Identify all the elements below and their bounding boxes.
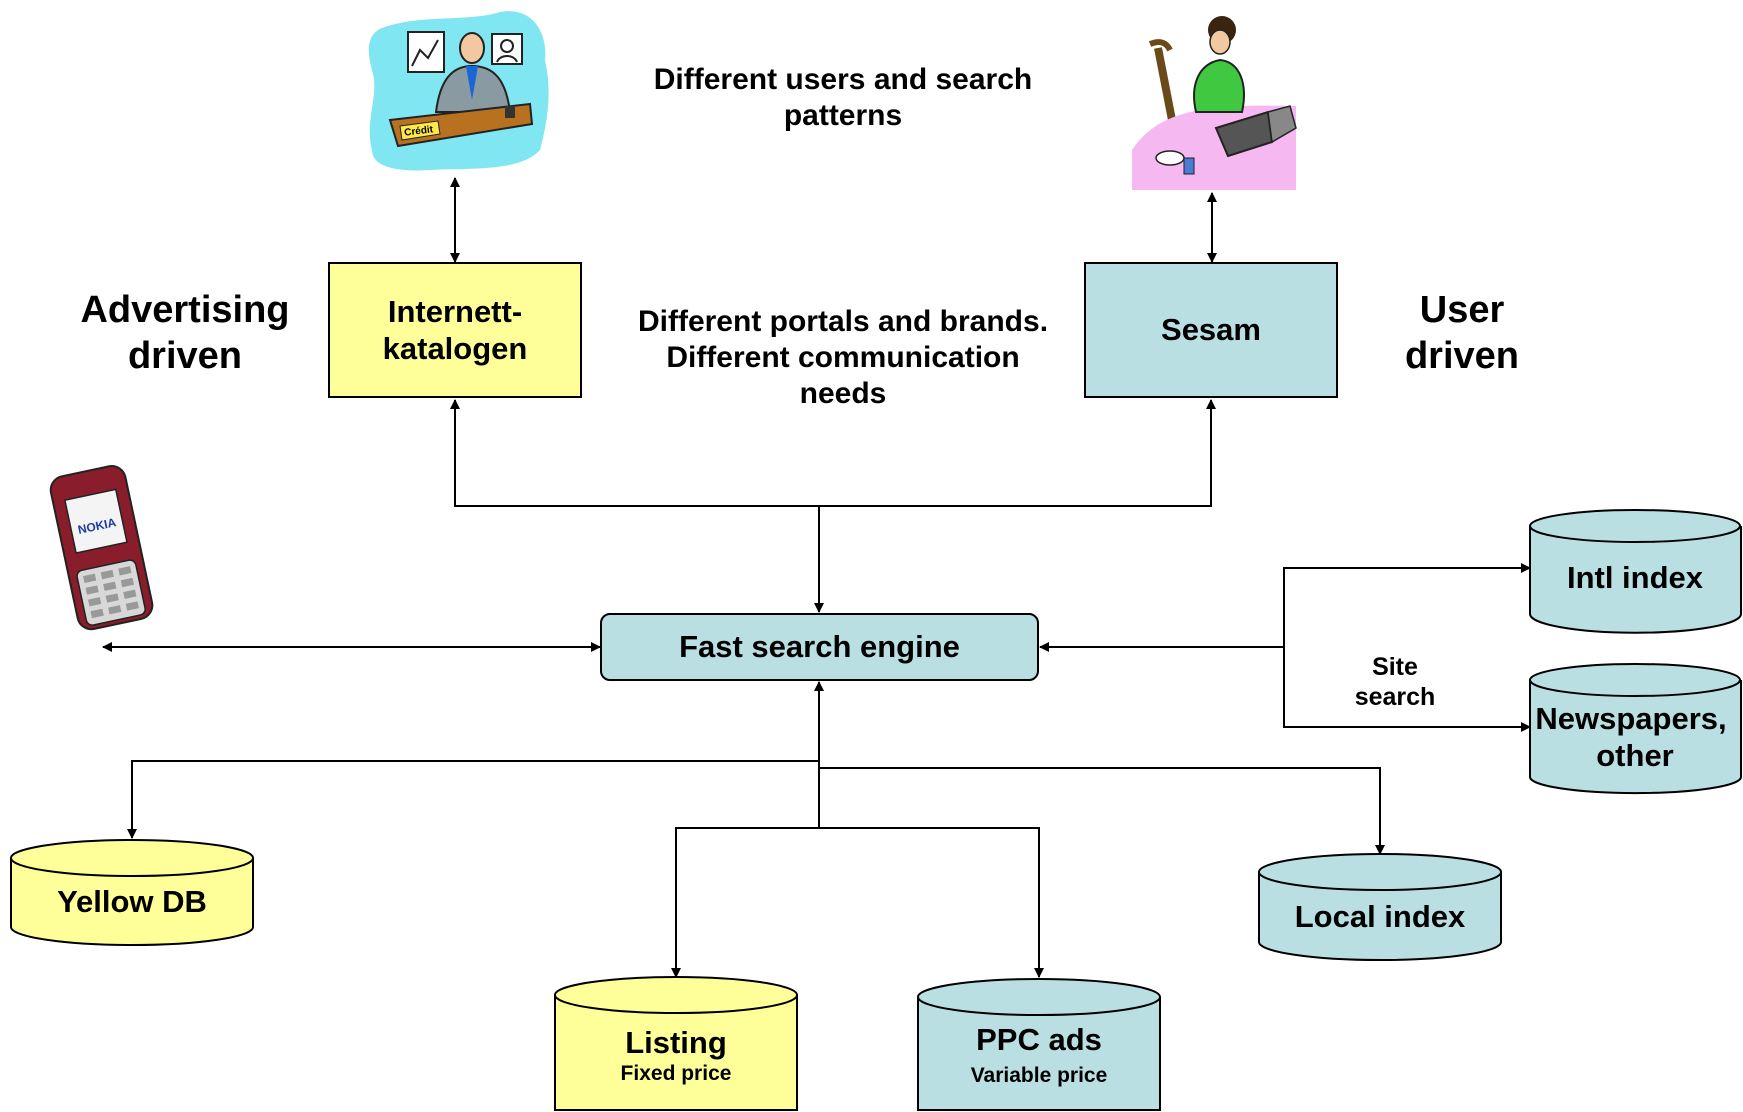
yellow-db[interactable]: Yellow DB [10,839,254,946]
fast-search-engine-label: Fast search engine [679,629,960,665]
middle-note-line2: Different communication [666,341,1020,374]
internettkatalogen-box[interactable]: Internett- katalogen [328,262,582,398]
ppc-ads-cylinder [917,997,1161,1111]
advertising-driven-line1: Advertising [80,289,290,331]
connectors [102,177,1531,978]
woman-at-laptop-icon [1132,16,1297,190]
user-driven-line1: User [1419,289,1505,331]
advertising-driven-line2: driven [127,334,243,377]
middle-note-line1: Different portals and brands. [637,305,1049,338]
sesam-box[interactable]: Sesam [1084,262,1338,398]
ppc-ads-cylinder-top [917,978,1161,1016]
yellow-db-cylinder-top [10,839,254,877]
sesam-label: Sesam [1161,312,1261,348]
businessman-at-desk-icon: Crédit [368,11,549,171]
intl-index-cylinder [1529,526,1742,634]
advertising-driven-label: Advertising driven [60,288,310,379]
listing-cylinder-top [554,976,798,1014]
site-search-line1: Site [1372,653,1418,681]
arrow-to-local-index [819,767,1385,855]
site-search-line2: search [1354,683,1436,711]
intl-index-label: Intl index [1567,560,1704,595]
desk-sign-text: Crédit [404,124,435,139]
internettkatalogen-line1: Internett- [387,293,523,329]
listing-db[interactable]: Listing Fixed price [554,976,798,1111]
intl-index-db[interactable]: Intl index [1529,509,1742,634]
arrow-to-yellow-db [127,760,819,839]
arrow-engine-sesam [819,399,1216,507]
headline-line2: patterns [783,99,903,132]
internettkatalogen-line2: katalogen [382,331,528,366]
newspapers-cylinder-top [1529,663,1741,697]
arrow-to-listing [671,827,819,978]
headline-line1: Different users and search [653,63,1033,96]
middle-note-line3: needs [799,377,887,410]
local-index-cylinder [1258,872,1502,961]
newspapers-label-line1: Newspapers, [1535,701,1726,736]
listing-label: Listing [625,1025,727,1060]
fast-search-engine-box[interactable]: Fast search engine [600,613,1039,681]
newspapers-label-line2: other [1596,738,1674,773]
arrow-to-ppc-ads [819,827,1044,978]
ppc-ads-db[interactable]: PPC ads Variable price [917,978,1161,1111]
site-search-label: Site search [1330,652,1460,712]
local-index-label: Local index [1295,899,1466,934]
listing-cylinder [554,995,798,1111]
mobile-phone-icon: NOKIA [49,465,154,631]
user-driven-label: User driven [1372,288,1552,379]
local-index-cylinder-top [1258,853,1502,891]
local-index-db[interactable]: Local index [1258,853,1502,961]
ppc-ads-label: PPC ads [976,1022,1102,1057]
middle-note: Different portals and brands. Different … [588,304,1098,412]
newspapers-db[interactable]: Newspapers, other [1529,663,1742,795]
headline: Different users and search patterns [598,62,1088,134]
listing-sublabel: Fixed price [621,1062,732,1085]
intl-index-cylinder-top [1529,509,1741,543]
ppc-ads-sublabel: Variable price [971,1064,1108,1087]
arrow-engine-internettkatalogen [450,399,819,507]
arrow-to-newspapers [1283,647,1531,732]
user-driven-line2: driven [1404,334,1520,377]
yellow-db-cylinder [10,858,254,946]
arrow-to-intl-index [1283,563,1531,647]
newspapers-cylinder [1529,680,1742,795]
yellow-db-label: Yellow DB [57,884,207,919]
